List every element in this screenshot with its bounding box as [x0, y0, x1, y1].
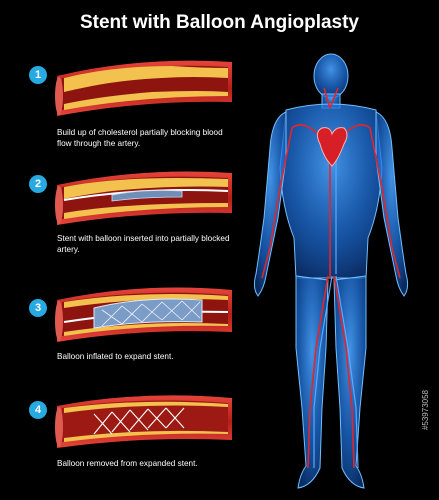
step-4-caption: Balloon removed from expanded stent.: [57, 459, 198, 468]
artery-expanded-stent-illustration: [55, 395, 232, 448]
human-body-circulation-figure: [253, 53, 409, 489]
step-1-caption: Build up of cholesterol partially blocki…: [57, 128, 223, 148]
artery-balloon-inflated-illustration: [55, 287, 232, 342]
diagram-title: Stent with Balloon Angioplasty: [79, 12, 360, 33]
artery-blocked-illustration: [55, 60, 232, 116]
step-1-badge: 1: [29, 66, 47, 84]
step-3-badge: 3: [29, 299, 47, 317]
step-3-caption: Balloon inflated to expand stent.: [57, 352, 174, 361]
artery-stent-inserted-illustration: [55, 171, 232, 225]
step-2-badge: 2: [29, 175, 47, 193]
step-4-badge: 4: [29, 401, 47, 419]
stock-watermark: #53973058: [421, 390, 430, 431]
heart-icon: [316, 127, 348, 167]
step-2-caption: Stent with balloon inserted into partial…: [57, 234, 230, 254]
